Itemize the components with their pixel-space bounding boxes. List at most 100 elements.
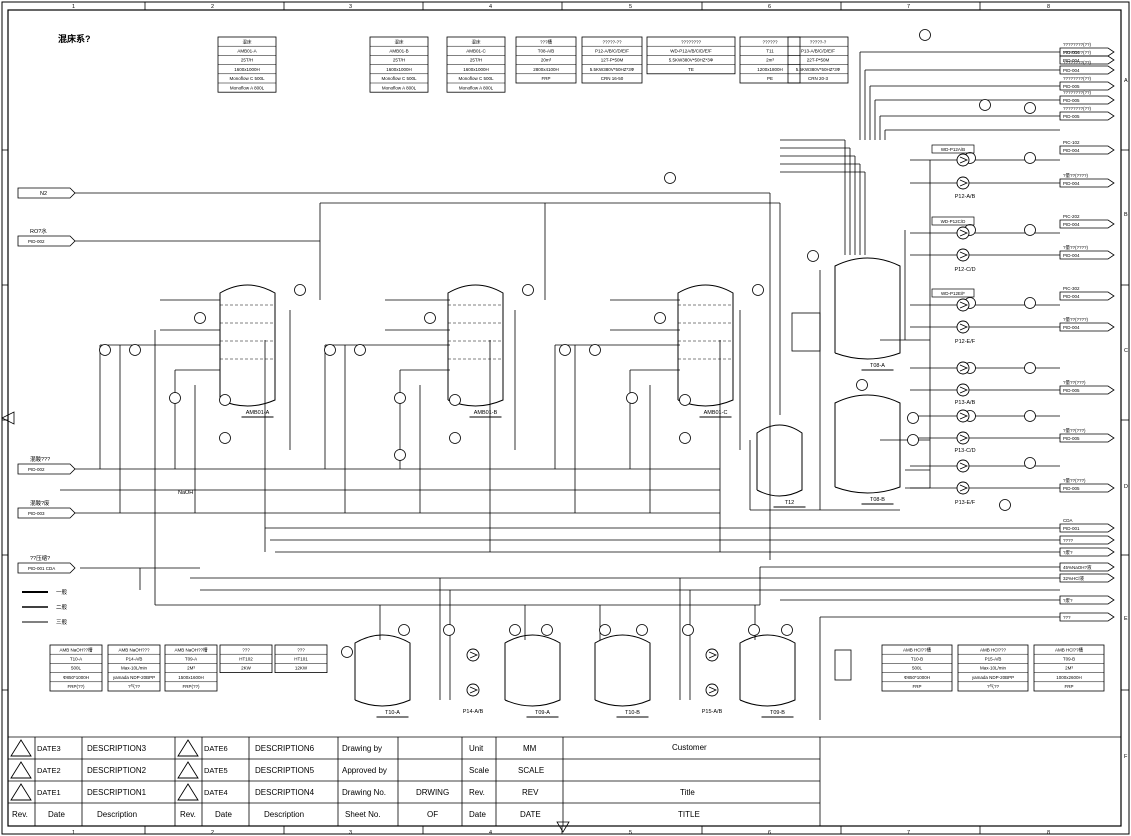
wd-tag-box [931,144,975,154]
vessel: AMB01-B [447,284,504,418]
sheet-no-value: OF [427,810,438,819]
sheet-title: 混床系? [58,33,91,44]
flag-shape [1059,47,1115,57]
instrument-bubble [1024,224,1036,236]
instrument-bubble [1024,410,1036,422]
instrument-bubble [999,499,1011,511]
equipment-box-line: ???槽 [540,38,553,45]
pump-arrow [959,229,969,237]
bottom-box-right-line: FRP [1065,684,1074,689]
wd-tag: WD-P12C/D [941,219,967,224]
bottom-box-left-line: 500L [71,666,82,671]
instrument-bubble [509,624,521,636]
equipment-box-line: 混床 [472,38,481,45]
flag-shape [1059,523,1115,533]
wd-tag: WD-P12E/F [941,291,965,296]
output-flag: ???? [1059,535,1115,545]
flag-shape [1059,573,1115,583]
output-flag: PID-005?量??(???) [1059,477,1115,493]
unit-value: MM [523,744,537,753]
rev-desc-6: DESCRIPTION6 [255,744,315,753]
equipment-box-line: 12T-P*50M [601,58,624,63]
customer-label: Customer [672,743,707,752]
instrument-bubble [636,624,648,636]
zone-col-bottom-5: 5 [629,830,632,836]
flag-tag: PID-004 [1063,294,1080,299]
revision-triangle-icon [10,783,32,801]
bottom-box-left-line: ?气?? [128,683,141,689]
vessel-shell [447,284,504,407]
instrument-bubble [443,624,455,636]
vessel-shell [834,394,901,494]
title-label: Title [680,788,695,797]
flag-shape [1059,250,1115,260]
legend: 一般 二般 三般 [22,588,68,626]
bottom-box-left-line: ??? [242,647,250,652]
output-flag: 32%HCl液 [1059,573,1115,583]
equipment-box-line: 2m³ [766,58,774,63]
rev-date-2: DATE2 [37,766,61,775]
flag-name: ?量??(???) [1063,427,1086,434]
equipment-box-line: 5.5KW380V*50HZ*3Ф [590,67,635,72]
zone-col-bottom-3: 3 [349,830,352,836]
zone-col-top-5: 5 [629,4,632,10]
flag-name: ?量??(????) [1063,172,1089,179]
vessel: T10-B [594,634,651,718]
flag-name: ????????(??) [1063,76,1092,81]
input-flag: N2 [17,187,76,199]
flag-tag: PID-003 [28,511,45,516]
output-flag: PID-005????????(??) [1059,106,1115,121]
bottom-box-left-frame [274,644,328,674]
flag-name: ????????(??) [1063,90,1092,95]
output-flag: PID-005?量??(???) [1059,427,1115,443]
bottom-box-left-line: T10-A [70,656,82,661]
equipment-box-frame [515,36,577,84]
equipment-box-line: Monoflow C 500L [229,76,265,81]
instrument-bubble [907,434,919,446]
instrument-bubble [341,646,353,658]
flag-name: ?废? [1063,549,1073,556]
flag-tag: PID-004 [1063,68,1080,73]
equipment-box-line: ?????-? [810,39,827,44]
bottom-box-right-line: Max-10L/min [980,666,1007,671]
instrument-bubble [1024,152,1036,164]
pump-arrow [708,686,718,694]
equipment-box-frame [787,36,849,84]
equipment-box-line: AMB01-B [389,48,408,53]
rev-date-3: DATE3 [37,744,61,753]
equipment-box-line: AMB01-A [237,48,256,53]
pump-arrow [959,251,969,259]
bottom-box-left-line: AMB NaOH??? [118,647,150,652]
equipment-box-line: WD-P12A/B/C/D/E/F [670,48,712,53]
left-input-flags: N2RO?水PID-002混酸???PID-002混酸?废PID-003??压缩… [17,187,76,574]
instrument-bubble [664,172,676,184]
equipment-box-line: TE [688,67,694,72]
zone-col-top-7: 7 [907,4,910,10]
zone-col-bottom-4: 4 [489,830,492,836]
equipment-box-frame [739,36,801,84]
flag-shape [1059,145,1115,155]
bottom-box-left-line: AMB NaOH??槽 [174,646,208,653]
pump-arrow [959,323,969,331]
bottom-box-right-line: P15-A/B [985,656,1002,661]
equipment-box: ?????-??P12-A/B/C/D/E/F12T-P*50M5.5KW380… [581,36,643,84]
flag-name: PIC-102 [1063,140,1080,145]
bottom-box-right-line: AMB HCl??? [980,647,1007,652]
bottom-box-left-line: AMB NaOH??槽 [59,646,93,653]
zone-col-bottom-6: 6 [768,830,771,836]
pump-arrow [469,651,479,659]
bottom-box-right-line: 1000x2600H [1056,675,1082,680]
equipment-box-line: T08-A/B [538,48,555,53]
equipment-box-line: Monoflow A 800L [230,85,265,90]
drawing-no-value: DRWING [416,788,449,797]
equipment-box-line: PE [767,76,773,81]
instrument-bubble [679,432,691,444]
pump-arrow [959,156,969,164]
